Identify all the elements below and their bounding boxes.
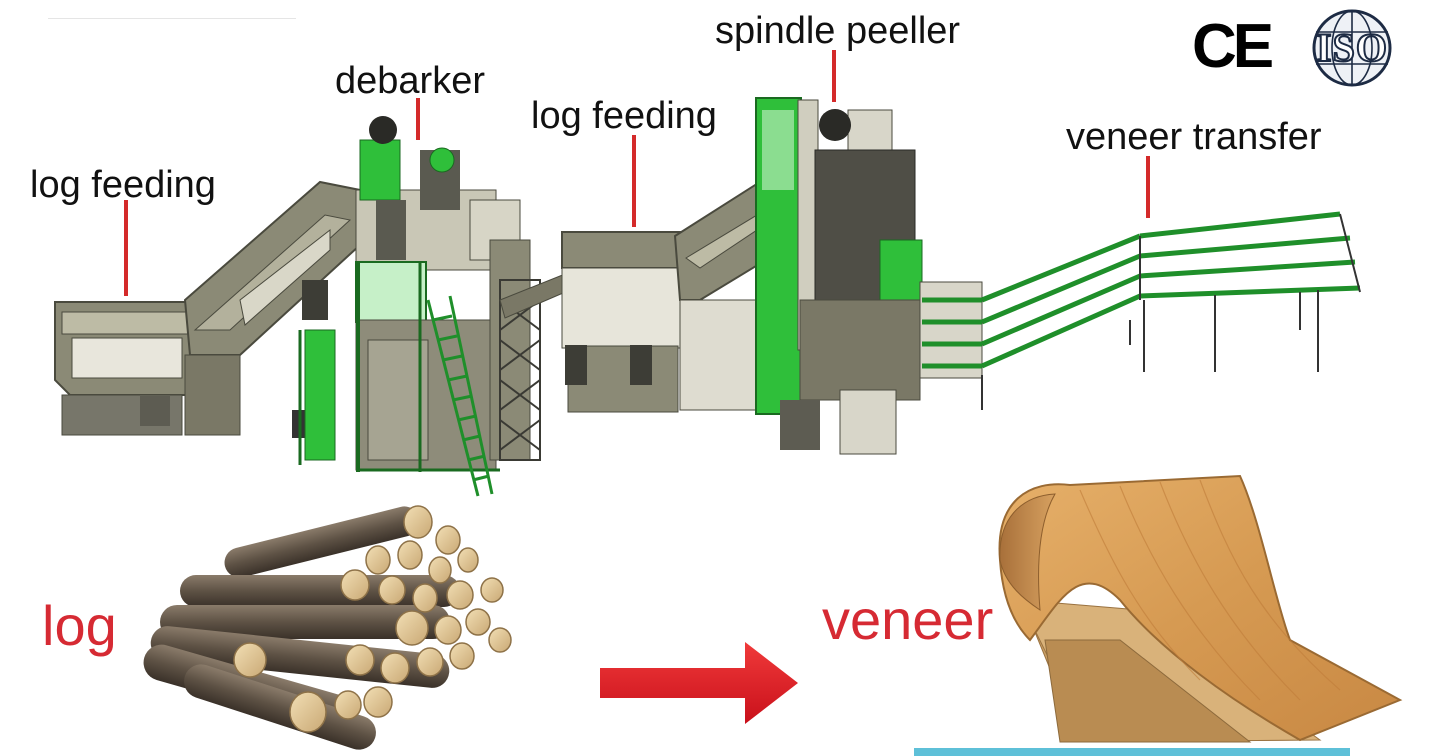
label-veneer-transfer: veneer transfer (1066, 116, 1322, 158)
label-debarker: debarker (335, 60, 485, 102)
log-feeding-hopper-2 (561, 231, 683, 413)
label-pin-debarker (416, 98, 420, 140)
certification-logos: CE ISO (1186, 6, 1416, 90)
inclined-conveyor-1 (183, 180, 361, 465)
access-ladder (426, 295, 494, 497)
label-pin-log-feeding-2 (632, 135, 636, 227)
iso-mark-text: ISO (1315, 25, 1388, 70)
label-pin-spindle-peeller (832, 50, 836, 102)
veneer-roll-image (998, 474, 1403, 743)
veneer-transfer-conveyor (919, 211, 1361, 410)
product-label-veneer: veneer (822, 588, 994, 651)
label-log-feeding-2: log feeding (531, 95, 717, 137)
label-pin-veneer-transfer (1146, 156, 1150, 218)
product-label-log: log (42, 594, 117, 657)
debarker-machine (355, 116, 531, 472)
log-pile-image (143, 505, 512, 750)
bottom-accent-strip (914, 748, 1350, 756)
log-feeding-hopper-1 (54, 301, 201, 436)
label-spindle-peeller: spindle peeller (715, 10, 961, 52)
ce-mark-icon: CE (1192, 12, 1274, 81)
arrow-right-icon (600, 642, 798, 724)
top-left-frame (48, 0, 296, 19)
label-pin-log-feeding-1 (124, 200, 128, 296)
label-log-feeding-1: log feeding (30, 164, 216, 206)
spindle-peeler-machine (755, 97, 923, 455)
iso-globe-icon: ISO (1290, 8, 1414, 88)
